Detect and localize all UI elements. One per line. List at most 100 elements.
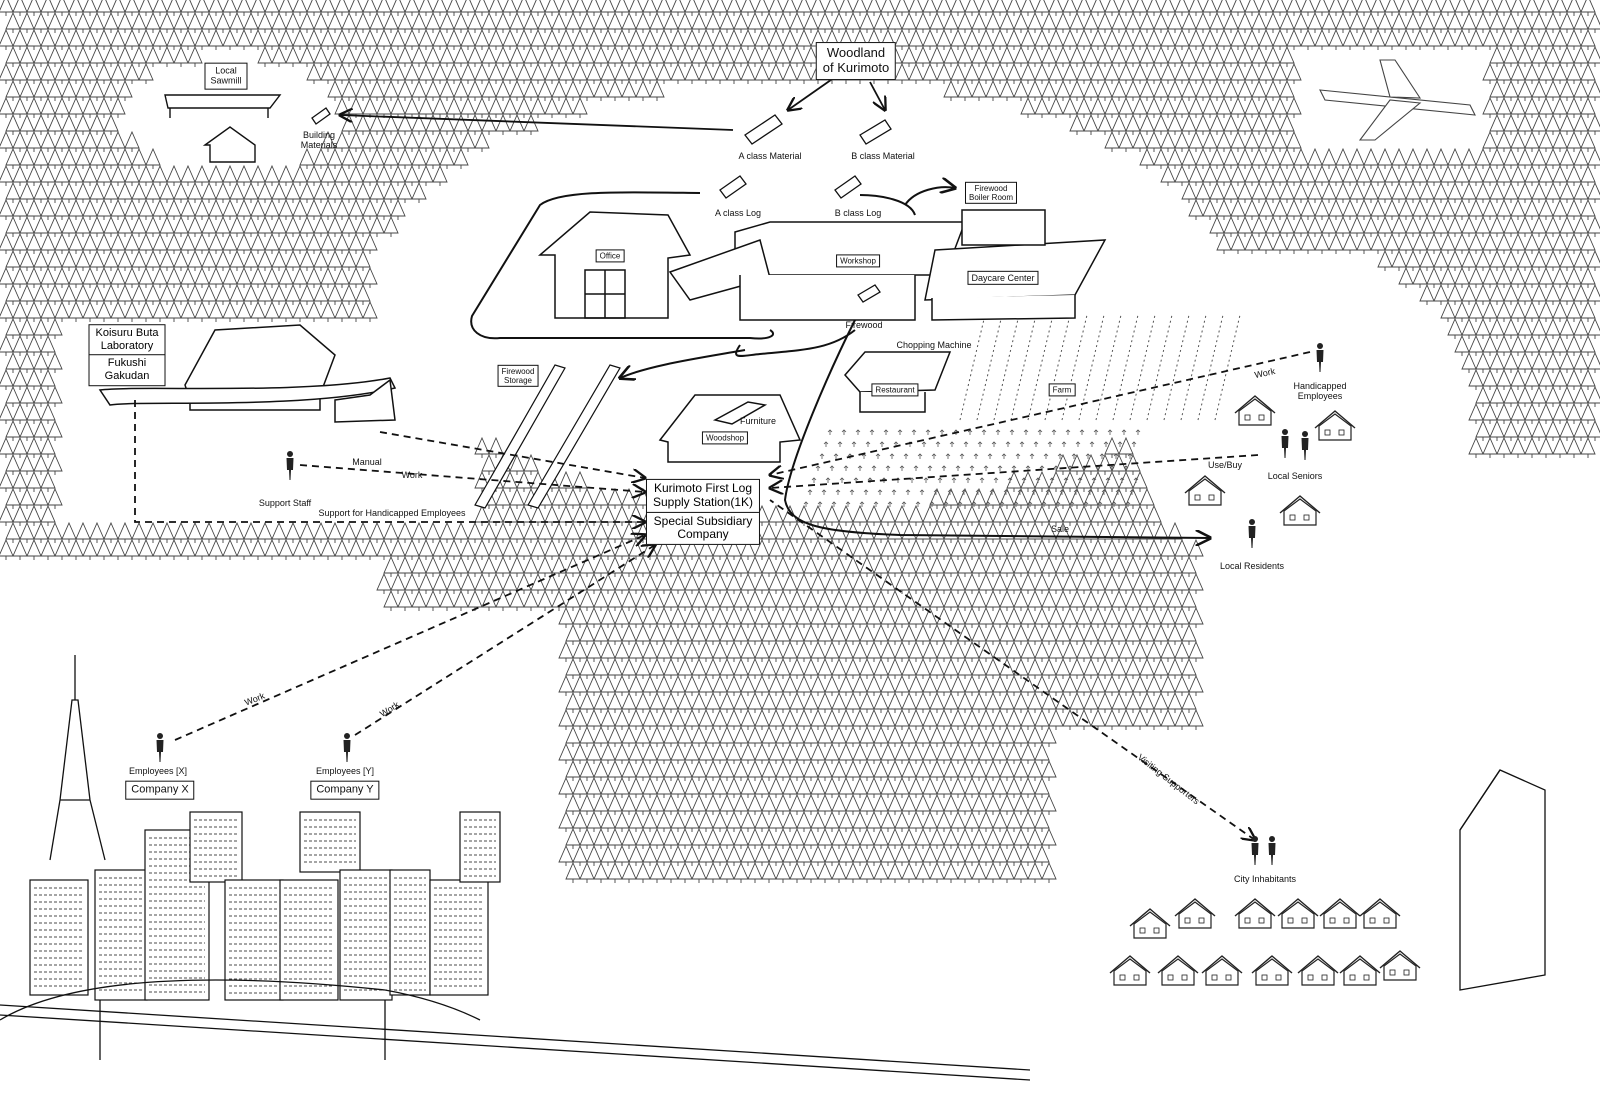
tree-icon (936, 0, 952, 17)
tree-icon (1279, 12, 1295, 34)
tree-icon (845, 12, 861, 34)
house-icon (1234, 898, 1276, 929)
tree-icon (446, 63, 462, 85)
tree-icon (1286, 165, 1302, 187)
tree-icon (47, 250, 63, 272)
tree-icon (1153, 658, 1169, 680)
tree-icon (705, 726, 721, 748)
tree-icon (1566, 29, 1582, 51)
crop-icon (941, 465, 947, 472)
city-houses (1109, 898, 1421, 986)
tree-icon (1216, 97, 1232, 119)
tree-icon (1328, 165, 1344, 187)
tree-icon (1349, 148, 1365, 170)
tree-icon (82, 131, 98, 153)
tree-icon (278, 301, 294, 323)
tree-icon (1118, 471, 1134, 493)
tree-icon (1223, 12, 1239, 34)
tree-icon (1370, 29, 1386, 51)
tree-icon (1258, 165, 1274, 187)
tree-icon (1139, 556, 1155, 578)
tree-icon (61, 250, 77, 272)
tree-icon (558, 709, 574, 731)
tree-icon (292, 0, 308, 17)
crop-icon (1135, 429, 1141, 436)
tree-icon (1006, 63, 1022, 85)
tree-icon (376, 131, 392, 153)
tree-icon (1272, 131, 1288, 153)
tree-icon (1118, 607, 1134, 629)
tree-icon (957, 794, 973, 816)
tree-icon (82, 233, 98, 255)
tree-icon (1188, 97, 1204, 119)
tree-icon (803, 624, 819, 646)
tree-icon (985, 80, 1001, 102)
tree-icon (670, 573, 686, 595)
tree-icon (908, 505, 924, 527)
tree-icon (1111, 556, 1127, 578)
tree-icon (159, 12, 175, 34)
tree-icon (1580, 267, 1596, 289)
tree-icon (880, 709, 896, 731)
tree-icon (1426, 165, 1442, 187)
tree-icon (341, 114, 357, 136)
tree-icon (1573, 250, 1589, 272)
tree-icon (40, 505, 56, 527)
tree-icon (5, 148, 21, 170)
tree-icon (516, 29, 532, 51)
tree-icon (558, 811, 574, 833)
tree-icon (488, 97, 504, 119)
tree-icon (1426, 267, 1442, 289)
tree-icon (1034, 743, 1050, 765)
tree-icon (467, 556, 483, 578)
tree-icon (1167, 692, 1183, 714)
tree-icon (383, 182, 399, 204)
employees-x-label: Employees [X] (128, 766, 188, 777)
tree-icon (1545, 46, 1561, 68)
tree-icon (1510, 199, 1526, 221)
tree-icon (922, 641, 938, 663)
tree-icon (572, 675, 588, 697)
tree-icon (642, 29, 658, 51)
tree-icon (852, 675, 868, 697)
tree-icon (26, 335, 42, 357)
crop-icon (883, 429, 889, 436)
tree-icon (1300, 0, 1316, 17)
tree-icon (103, 114, 119, 136)
tree-icon (579, 624, 595, 646)
tree-icon (1580, 233, 1596, 255)
tree-icon (593, 658, 609, 680)
crop-icon (963, 441, 969, 448)
tree-icon (1118, 29, 1134, 51)
tree-icon (1573, 284, 1589, 306)
tree-icon (985, 624, 1001, 646)
tree-icon (1433, 182, 1449, 204)
tree-icon (1111, 590, 1127, 612)
tree-icon (1517, 420, 1533, 442)
tree-icon (670, 743, 686, 765)
tree-icon (0, 369, 14, 391)
tree-icon (663, 828, 679, 850)
tree-icon (1006, 811, 1022, 833)
tree-icon (1454, 199, 1470, 221)
tree-icon (922, 811, 938, 833)
tree-icon (1202, 97, 1218, 119)
tree-icon (726, 777, 742, 799)
tree-icon (1118, 709, 1134, 731)
tree-icon (250, 199, 266, 221)
office-tower (459, 811, 501, 883)
tree-icon (1244, 131, 1260, 153)
tree-icon (579, 488, 595, 510)
tree-icon (103, 12, 119, 34)
tree-icon (96, 233, 112, 255)
tree-icon (1412, 267, 1428, 289)
tree-icon (929, 46, 945, 68)
tree-icon (761, 692, 777, 714)
tree-icon (1419, 12, 1435, 34)
tree-icon (236, 233, 252, 255)
tree-icon (1160, 607, 1176, 629)
tree-icon (1020, 811, 1036, 833)
tree-icon (1083, 658, 1099, 680)
